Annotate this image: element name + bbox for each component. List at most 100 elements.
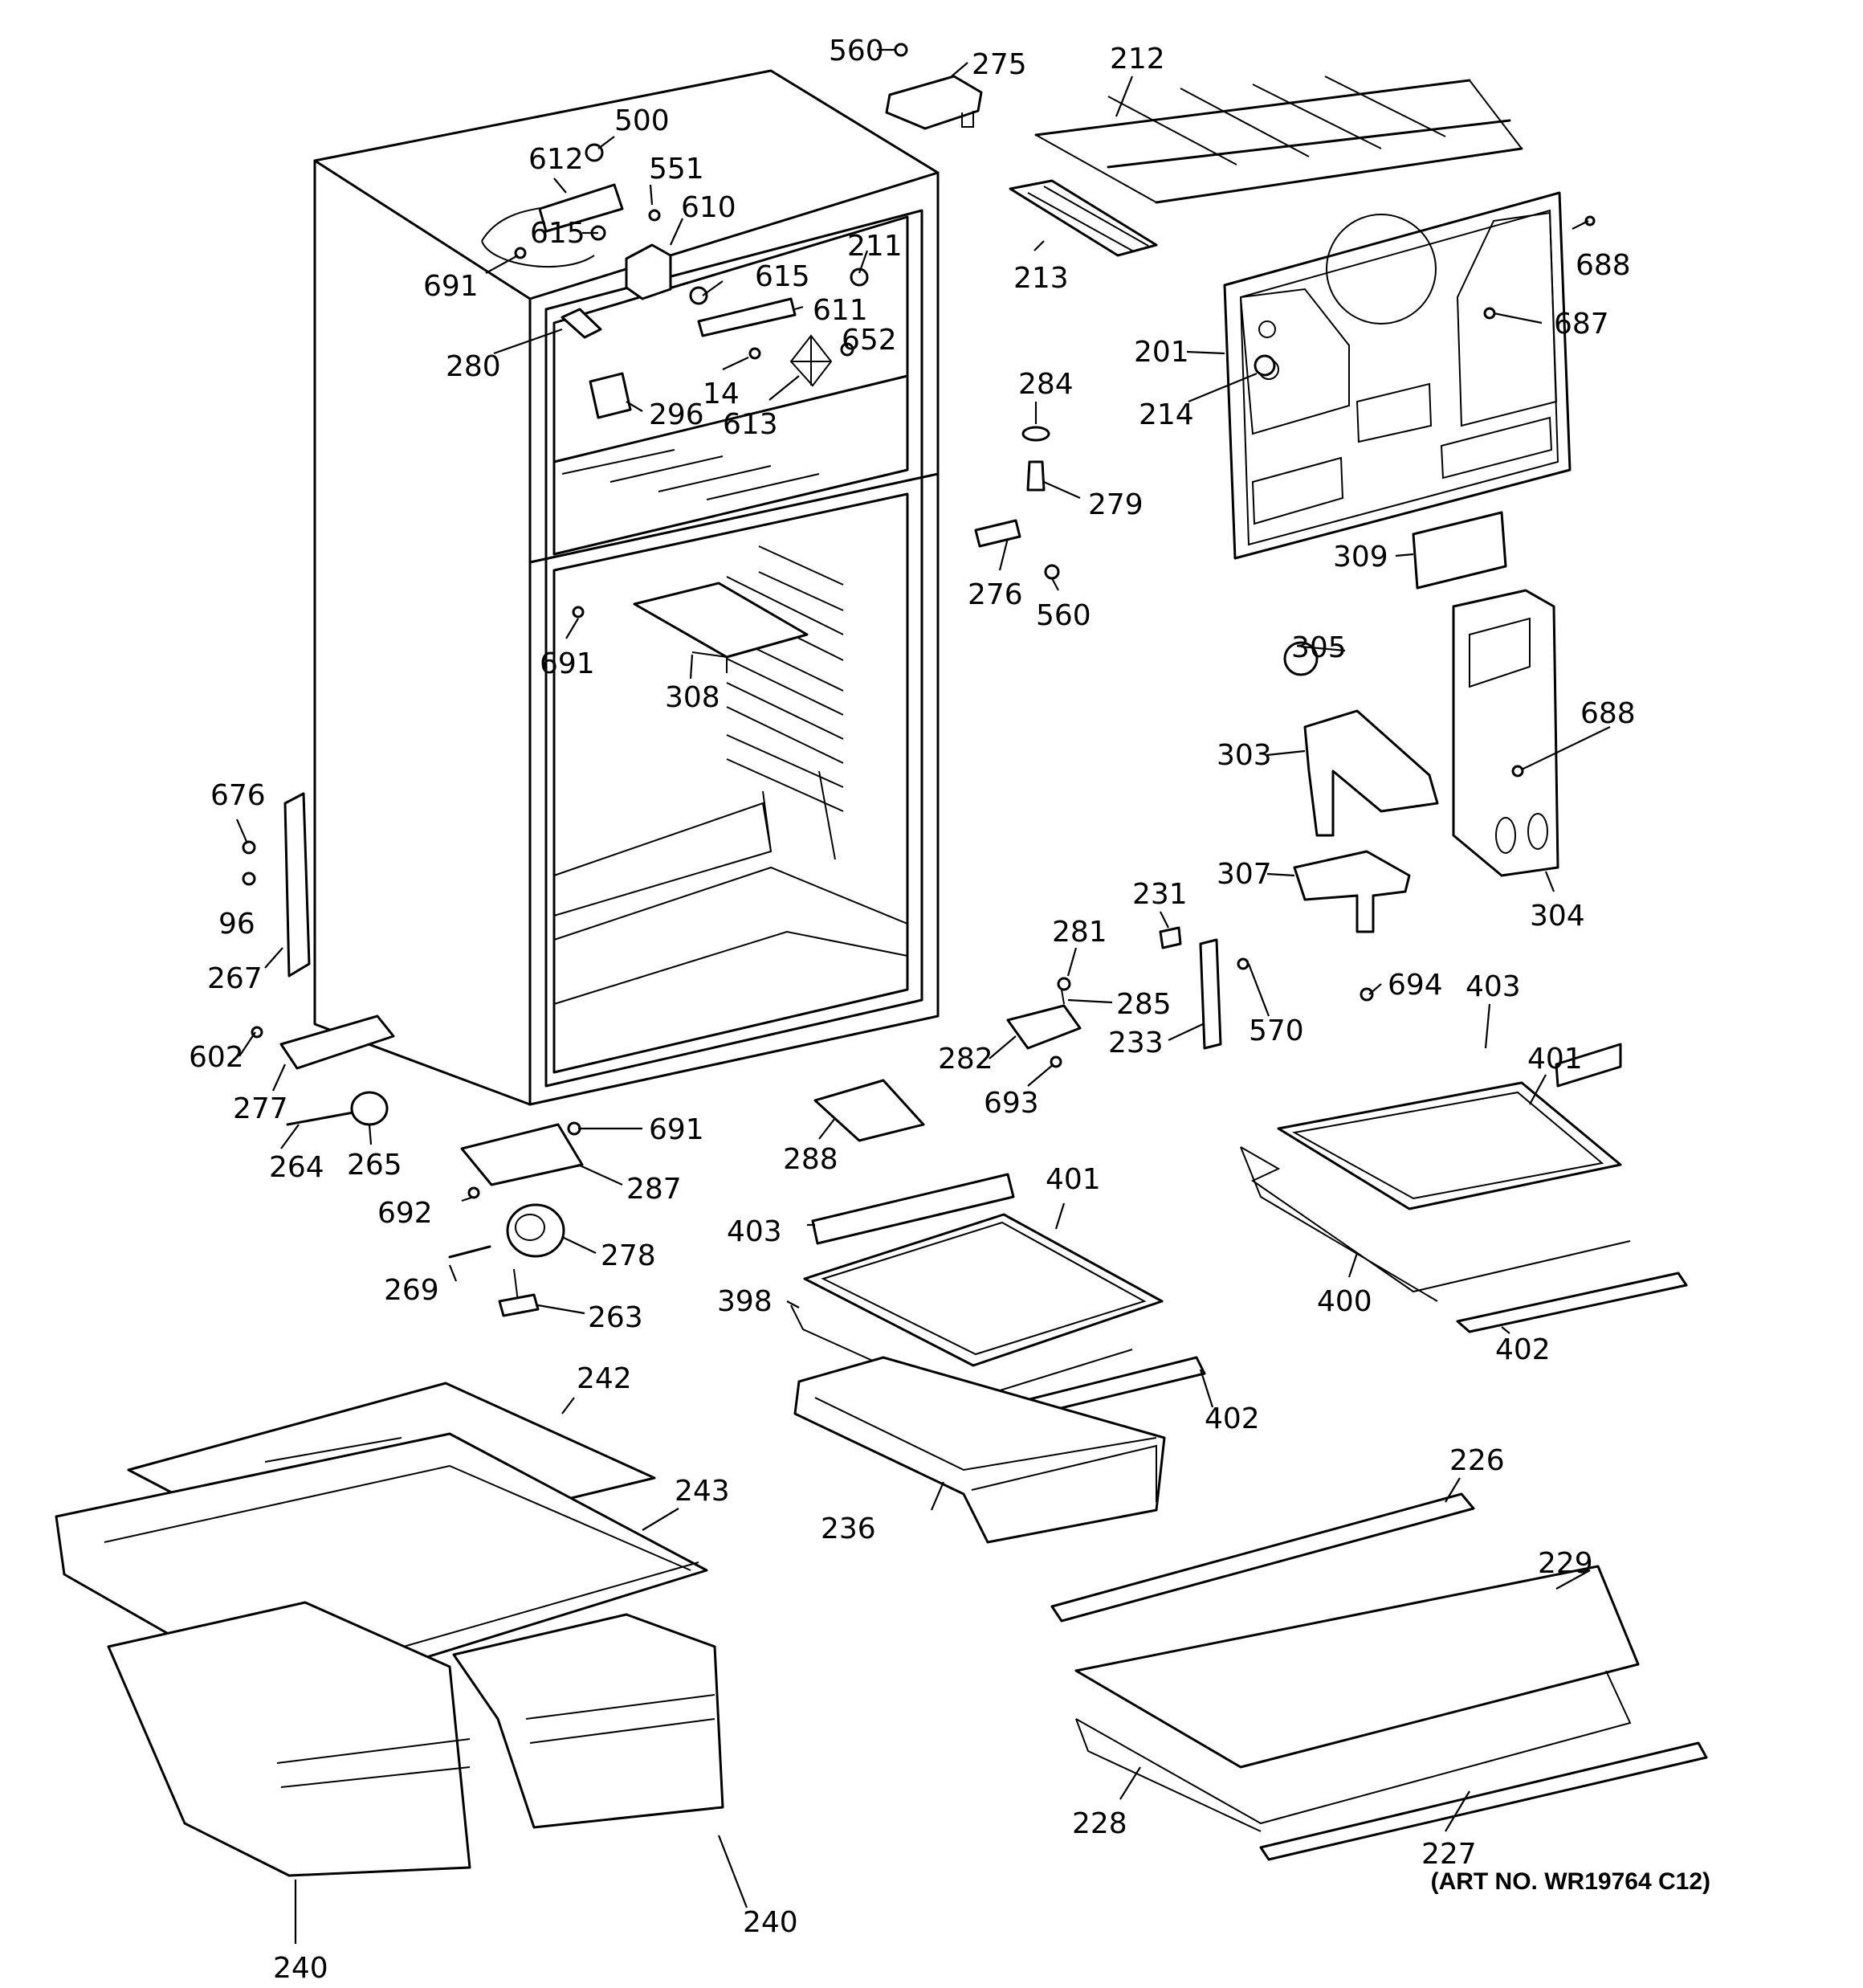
callout-265: 265 [347, 1149, 402, 1182]
callout-284: 284 [1018, 368, 1074, 401]
callout-560: 560 [1036, 599, 1091, 632]
callout-233: 233 [1108, 1027, 1164, 1059]
callout-279: 279 [1088, 488, 1143, 521]
callout-labels: 560 275 212 500 612 551 610 615 691 211 … [189, 35, 1636, 1985]
callout-613: 613 [723, 408, 778, 441]
callout-688: 688 [1576, 249, 1631, 282]
callout-282: 282 [938, 1043, 993, 1076]
bottom-glass-shelf [1050, 1492, 1708, 1861]
callout-401: 401 [1046, 1163, 1101, 1196]
art-number: (ART NO. WR19764 C12) [1430, 1868, 1710, 1895]
callout-551: 551 [649, 153, 704, 186]
callout-231: 231 [1132, 878, 1188, 911]
snack-drawer [793, 1356, 1166, 1544]
callout-285: 285 [1116, 988, 1172, 1021]
callout-277: 277 [233, 1092, 288, 1125]
callout-612: 612 [528, 143, 584, 176]
roller-axle [286, 1091, 389, 1126]
roller [506, 1203, 565, 1258]
callout-305: 305 [1291, 631, 1347, 664]
callout-278: 278 [601, 1239, 656, 1272]
callout-500: 500 [614, 104, 670, 137]
callout-570: 570 [1249, 1014, 1304, 1047]
roller-bracket [460, 1123, 584, 1186]
freezer-wire-shelf [1034, 76, 1523, 204]
callout-212: 212 [1110, 43, 1165, 76]
cam-bracket [813, 1079, 925, 1142]
callout-652: 652 [842, 324, 897, 357]
damper-cover [1293, 850, 1411, 933]
callout-288: 288 [783, 1143, 838, 1176]
callout-610: 610 [681, 191, 736, 224]
callout-296: 296 [649, 398, 704, 431]
callout-281: 281 [1052, 916, 1107, 949]
callout-692: 692 [377, 1197, 433, 1230]
air-duct [1452, 589, 1559, 877]
bottom-hinge-bracket [279, 1014, 395, 1070]
control-knob [1283, 641, 1319, 676]
callout-402: 402 [1205, 1402, 1260, 1435]
callout-287: 287 [626, 1173, 682, 1206]
callout-264: 264 [269, 1151, 324, 1184]
callout-242: 242 [577, 1362, 632, 1395]
callout-243: 243 [675, 1475, 730, 1508]
callout-213: 213 [1013, 262, 1069, 295]
callout-240: 240 [273, 1952, 328, 1985]
callout-691: 691 [649, 1113, 704, 1146]
callout-403: 403 [727, 1215, 782, 1248]
callout-227: 227 [1421, 1838, 1477, 1871]
callout-691: 691 [540, 647, 595, 680]
callout-694: 694 [1388, 969, 1443, 1002]
hinge-pin-assembly [974, 426, 1050, 548]
callout-687: 687 [1554, 308, 1609, 341]
freezer-rear-panel [1223, 191, 1572, 560]
ice-tray [1009, 179, 1158, 257]
callout-615: 615 [530, 217, 585, 250]
callout-236: 236 [821, 1512, 876, 1545]
callout-269: 269 [384, 1274, 439, 1307]
leader-lines [235, 48, 1611, 1944]
crisper-pan-right [452, 1613, 724, 1829]
callout-304: 304 [1530, 900, 1585, 933]
callout-402: 402 [1495, 1333, 1551, 1366]
center-hinge [1006, 979, 1082, 1050]
damper-housing [1303, 709, 1439, 837]
callout-226: 226 [1449, 1444, 1505, 1477]
callout-691: 691 [423, 270, 479, 303]
callout-229: 229 [1538, 1547, 1593, 1580]
callout-228: 228 [1072, 1807, 1127, 1840]
crisper-pan-left [107, 1601, 471, 1877]
mullion-channel [1199, 938, 1222, 1050]
callout-280: 280 [446, 350, 501, 383]
right-glass-shelf [1240, 1043, 1688, 1333]
callout-303: 303 [1217, 739, 1272, 772]
callout-611: 611 [813, 294, 868, 327]
left-glass-shelf [790, 1173, 1206, 1425]
callout-240: 240 [743, 1906, 798, 1939]
callout-14: 14 [703, 378, 740, 410]
callout-276: 276 [968, 578, 1023, 611]
callout-693: 693 [984, 1087, 1039, 1120]
callout-211: 211 [847, 230, 903, 263]
evaporator-cover-pad [1412, 511, 1507, 590]
callout-308: 308 [665, 681, 720, 714]
callout-307: 307 [1217, 858, 1272, 891]
top-hinge [885, 75, 983, 130]
callout-214: 214 [1139, 398, 1194, 431]
callout-275: 275 [972, 48, 1027, 81]
callout-309: 309 [1333, 541, 1388, 574]
callout-560: 560 [829, 35, 884, 67]
callout-688: 688 [1580, 697, 1636, 730]
callout-403: 403 [1466, 970, 1521, 1003]
callout-96: 96 [218, 908, 255, 941]
callout-263: 263 [588, 1301, 643, 1334]
callout-400: 400 [1317, 1285, 1372, 1318]
callout-615: 615 [755, 260, 810, 293]
screws [242, 43, 1596, 1199]
callout-602: 602 [189, 1041, 244, 1074]
pin [448, 1245, 491, 1259]
callout-398: 398 [717, 1285, 773, 1318]
callout-201: 201 [1134, 336, 1189, 369]
